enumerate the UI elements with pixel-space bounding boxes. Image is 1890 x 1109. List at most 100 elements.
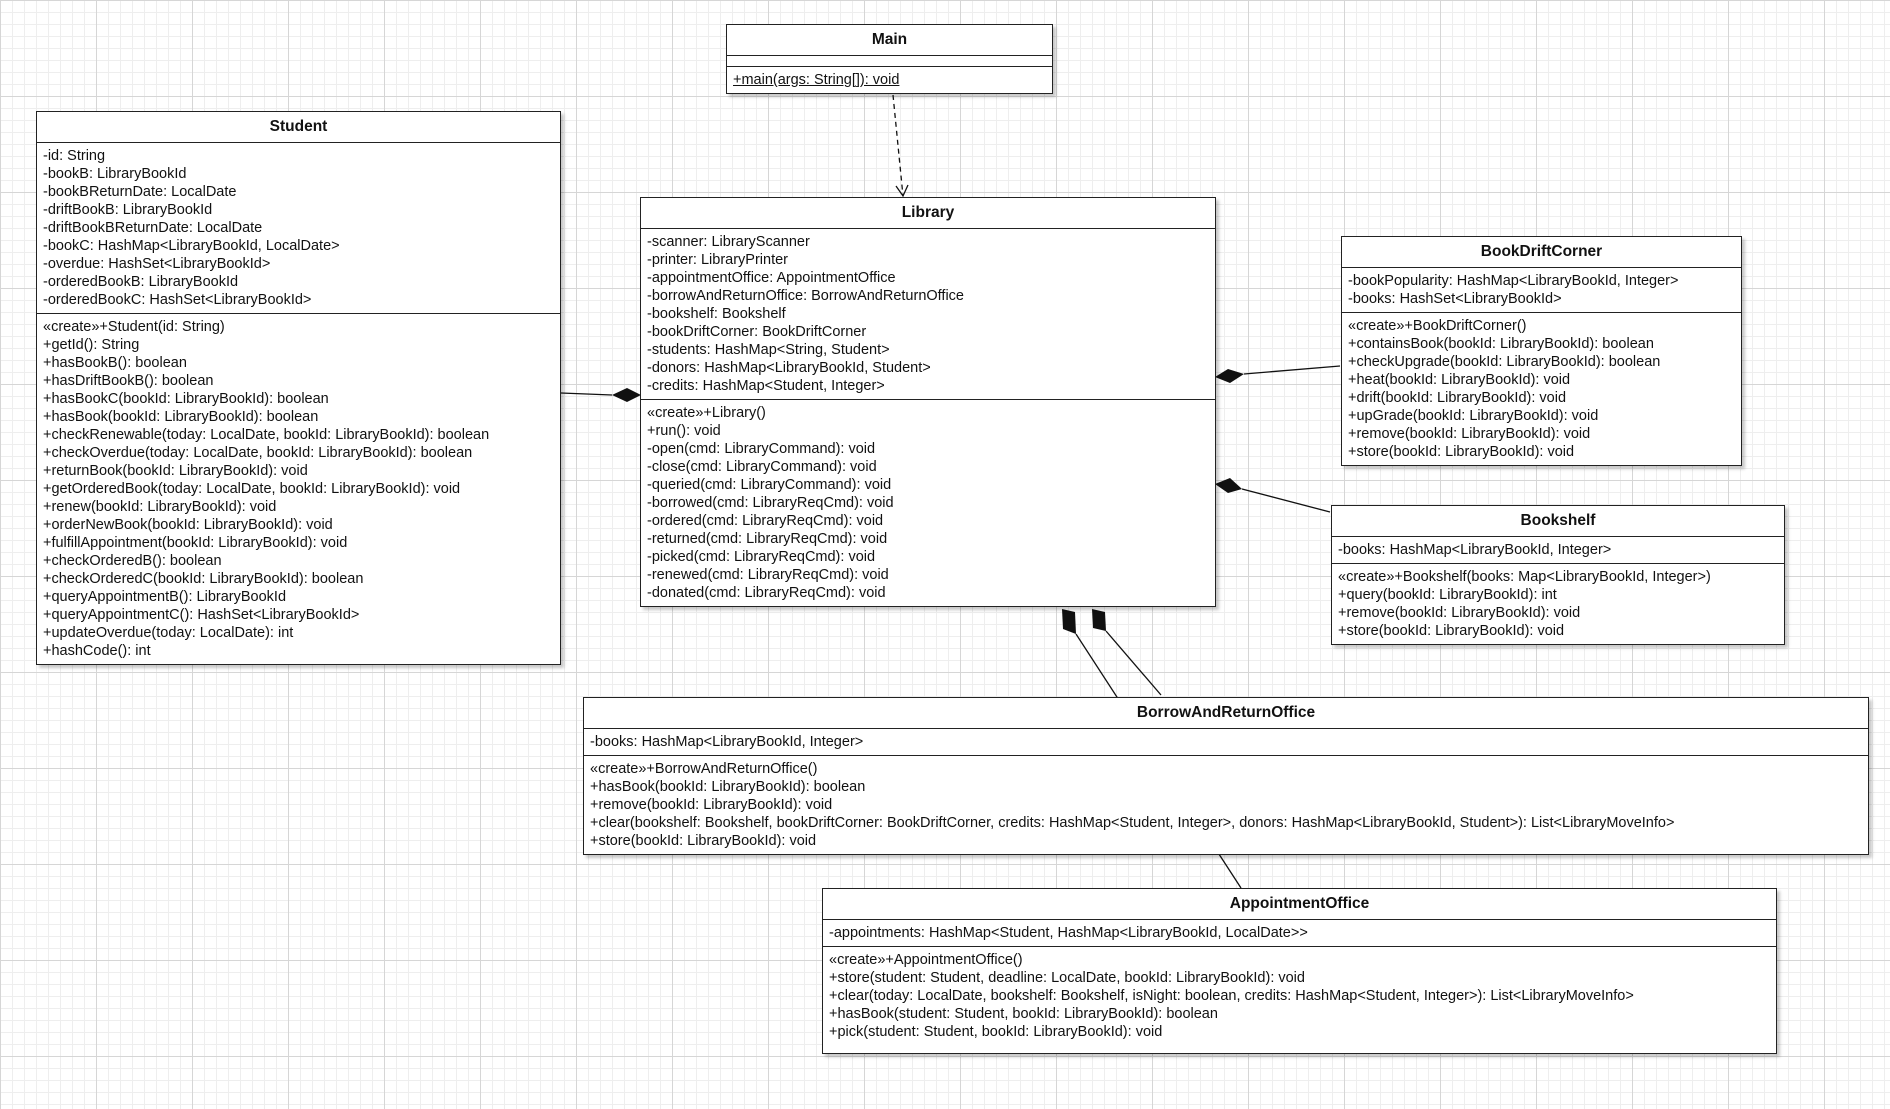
class-name: Library bbox=[641, 198, 1215, 229]
attribute: -bookDriftCorner: BookDriftCorner bbox=[647, 324, 867, 340]
method: -open(cmd: LibraryCommand): void bbox=[647, 441, 876, 457]
composition-diamond-appointmentoffice bbox=[1062, 609, 1076, 634]
class-student[interactable]: Student -id: String -bookB: LibraryBookI… bbox=[36, 111, 561, 665]
method: +getId(): String bbox=[43, 337, 140, 353]
attributes-section: -id: String -bookB: LibraryBookId -bookB… bbox=[37, 143, 560, 314]
method: +store(student: Student, deadline: Local… bbox=[829, 970, 1305, 986]
composition-library-borrowandreturnoffice bbox=[1105, 630, 1162, 696]
method: +query(bookId: LibraryBookId): int bbox=[1338, 587, 1557, 603]
method: +hasBookB(): boolean bbox=[43, 355, 187, 371]
method: «create»+BookDriftCorner() bbox=[1348, 318, 1527, 334]
methods-section: +main(args: String[]): void bbox=[727, 67, 1052, 93]
attribute: -students: HashMap<String, Student> bbox=[647, 342, 890, 358]
composition-diamond-borrowandreturnoffice bbox=[1092, 609, 1106, 631]
class-bookdriftcorner[interactable]: BookDriftCorner -bookPopularity: HashMap… bbox=[1341, 236, 1742, 466]
attribute: -credits: HashMap<Student, Integer> bbox=[647, 378, 885, 394]
method: -renewed(cmd: LibraryReqCmd): void bbox=[647, 567, 889, 583]
methods-section: «create»+BorrowAndReturnOffice() +hasBoo… bbox=[584, 756, 1868, 854]
method: +hasBookC(bookId: LibraryBookId): boolea… bbox=[43, 391, 329, 407]
method: +remove(bookId: LibraryBookId): void bbox=[1348, 426, 1591, 442]
attribute: -bookBReturnDate: LocalDate bbox=[43, 184, 237, 200]
method: -queried(cmd: LibraryCommand): void bbox=[647, 477, 892, 493]
method: -picked(cmd: LibraryReqCmd): void bbox=[647, 549, 876, 565]
method: +hasBook(bookId: LibraryBookId): boolean bbox=[590, 779, 866, 795]
method: +queryAppointmentC(): HashSet<LibraryBoo… bbox=[43, 607, 360, 623]
method: +getOrderedBook(today: LocalDate, bookId… bbox=[43, 481, 461, 497]
attribute: -id: String bbox=[43, 148, 106, 164]
method: +queryAppointmentB(): LibraryBookId bbox=[43, 589, 287, 605]
methods-section: «create»+BookDriftCorner() +containsBook… bbox=[1342, 313, 1741, 465]
class-name: Student bbox=[37, 112, 560, 143]
method: +store(bookId: LibraryBookId): void bbox=[1338, 623, 1565, 639]
attribute: -bookPopularity: HashMap<LibraryBookId, … bbox=[1348, 273, 1679, 289]
method: +drift(bookId: LibraryBookId): void bbox=[1348, 390, 1567, 406]
methods-section: «create»+AppointmentOffice() +store(stud… bbox=[823, 947, 1776, 1053]
method: +containsBook(bookId: LibraryBookId): bo… bbox=[1348, 336, 1654, 352]
attribute: -driftBookBReturnDate: LocalDate bbox=[43, 220, 263, 236]
class-name: Main bbox=[727, 25, 1052, 56]
method: +checkOverdue(today: LocalDate, bookId: … bbox=[43, 445, 473, 461]
method: +store(bookId: LibraryBookId): void bbox=[590, 833, 817, 849]
method: +fulfillAppointment(bookId: LibraryBookI… bbox=[43, 535, 348, 551]
method: -close(cmd: LibraryCommand): void bbox=[647, 459, 877, 475]
attribute: -bookC: HashMap<LibraryBookId, LocalDate… bbox=[43, 238, 340, 254]
class-name: BorrowAndReturnOffice bbox=[584, 698, 1868, 729]
attribute: -donors: HashMap<LibraryBookId, Student> bbox=[647, 360, 931, 376]
class-name: BookDriftCorner bbox=[1342, 237, 1741, 268]
method: +upGrade(bookId: LibraryBookId): void bbox=[1348, 408, 1599, 424]
attributes-section: -bookPopularity: HashMap<LibraryBookId, … bbox=[1342, 268, 1741, 313]
class-borrowandreturnoffice[interactable]: BorrowAndReturnOffice -books: HashMap<Li… bbox=[583, 697, 1869, 855]
method: +clear(bookshelf: Bookshelf, bookDriftCo… bbox=[590, 815, 1675, 831]
attribute: -orderedBookB: LibraryBookId bbox=[43, 274, 239, 290]
attribute: -orderedBookC: HashSet<LibraryBookId> bbox=[43, 292, 312, 308]
attribute: -books: HashSet<LibraryBookId> bbox=[1348, 291, 1562, 307]
method: -borrowed(cmd: LibraryReqCmd): void bbox=[647, 495, 894, 511]
class-name: Bookshelf bbox=[1332, 506, 1784, 537]
attribute: -appointments: HashMap<Student, HashMap<… bbox=[829, 925, 1308, 941]
composition-library-student bbox=[560, 392, 613, 396]
methods-section: «create»+Library() +run(): void -open(cm… bbox=[641, 400, 1215, 606]
attribute: -books: HashMap<LibraryBookId, Integer> bbox=[590, 734, 864, 750]
attribute: -scanner: LibraryScanner bbox=[647, 234, 810, 250]
attribute: -appointmentOffice: AppointmentOffice bbox=[647, 270, 896, 286]
method: +remove(bookId: LibraryBookId): void bbox=[1338, 605, 1581, 621]
method: +checkOrderedB(): boolean bbox=[43, 553, 222, 569]
method: -donated(cmd: LibraryReqCmd): void bbox=[647, 585, 886, 601]
method: «create»+BorrowAndReturnOffice() bbox=[590, 761, 818, 777]
method: -returned(cmd: LibraryReqCmd): void bbox=[647, 531, 888, 547]
class-library[interactable]: Library -scanner: LibraryScanner -printe… bbox=[640, 197, 1216, 607]
attributes-section: -books: HashMap<LibraryBookId, Integer> bbox=[584, 729, 1868, 756]
class-main[interactable]: Main +main(args: String[]): void bbox=[726, 24, 1053, 94]
methods-section: «create»+Student(id: String) +getId(): S… bbox=[37, 314, 560, 664]
method: +hasDriftBookB(): boolean bbox=[43, 373, 214, 389]
method: +checkOrderedC(bookId: LibraryBookId): b… bbox=[43, 571, 364, 587]
dependency-arrowhead bbox=[895, 184, 909, 198]
attribute: -books: HashMap<LibraryBookId, Integer> bbox=[1338, 542, 1612, 558]
class-name: AppointmentOffice bbox=[823, 889, 1776, 920]
class-bookshelf[interactable]: Bookshelf -books: HashMap<LibraryBookId,… bbox=[1331, 505, 1785, 645]
method: +returnBook(bookId: LibraryBookId): void bbox=[43, 463, 308, 479]
attribute: -driftBookB: LibraryBookId bbox=[43, 202, 213, 218]
composition-diamond-bookshelf bbox=[1215, 478, 1242, 493]
attribute: -printer: LibraryPrinter bbox=[647, 252, 789, 268]
attribute: -borrowAndReturnOffice: BorrowAndReturnO… bbox=[647, 288, 964, 304]
class-appointmentoffice[interactable]: AppointmentOffice -appointments: HashMap… bbox=[822, 888, 1777, 1054]
method: +renew(bookId: LibraryBookId): void bbox=[43, 499, 277, 515]
dependency-main-library bbox=[892, 94, 904, 197]
attribute: -overdue: HashSet<LibraryBookId> bbox=[43, 256, 271, 272]
method: +hashCode(): int bbox=[43, 643, 151, 659]
method: +remove(bookId: LibraryBookId): void bbox=[590, 797, 833, 813]
composition-diamond-bookdriftcorner bbox=[1215, 369, 1244, 383]
method: +clear(today: LocalDate, bookshelf: Book… bbox=[829, 988, 1634, 1004]
method: +main(args: String[]): void bbox=[733, 72, 900, 88]
composition-diamond-student bbox=[612, 388, 641, 402]
method: +hasBook(student: Student, bookId: Libra… bbox=[829, 1006, 1218, 1022]
attributes-section bbox=[727, 56, 1052, 67]
composition-library-bookshelf bbox=[1241, 488, 1331, 513]
method: +checkRenewable(today: LocalDate, bookId… bbox=[43, 427, 490, 443]
method: +heat(bookId: LibraryBookId): void bbox=[1348, 372, 1571, 388]
attribute: -bookB: LibraryBookId bbox=[43, 166, 187, 182]
attributes-section: -scanner: LibraryScanner -printer: Libra… bbox=[641, 229, 1215, 400]
method: +run(): void bbox=[647, 423, 721, 439]
